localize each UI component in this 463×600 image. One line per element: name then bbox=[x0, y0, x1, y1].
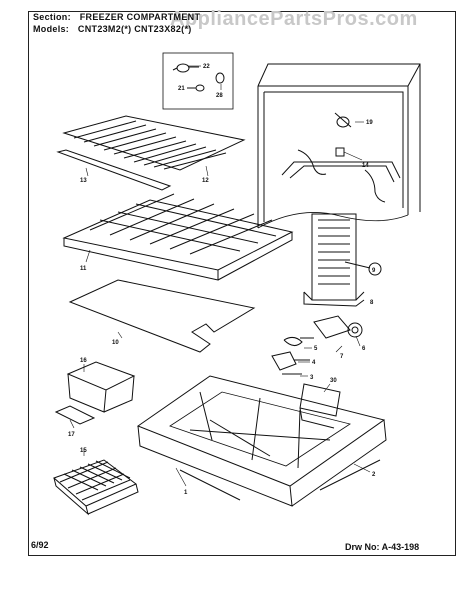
callout-30: 30 bbox=[330, 378, 337, 384]
hardware-parts bbox=[162, 52, 234, 110]
fan-motor-assembly bbox=[271, 315, 363, 375]
callout-17: 17 bbox=[68, 432, 75, 438]
revision-date: 6/92 bbox=[31, 540, 49, 550]
wire-shelf-top bbox=[56, 115, 246, 191]
section-row: Section: FREEZER COMPARTMENT bbox=[33, 12, 200, 22]
ice-tray bbox=[53, 459, 139, 516]
callout-28: 28 bbox=[216, 93, 223, 99]
callout-9: 9 bbox=[372, 268, 376, 274]
callout-1: 1 bbox=[184, 490, 188, 496]
leader-lines bbox=[69, 65, 371, 487]
callout-4: 4 bbox=[312, 360, 316, 366]
shelf-large bbox=[62, 193, 294, 281]
section-label: Section: bbox=[33, 12, 71, 22]
callout-14: 14 bbox=[362, 163, 369, 169]
drawing-number-row: Drw No: A-43-198 bbox=[345, 542, 419, 552]
drawing-label: Drw No: bbox=[345, 542, 380, 552]
callout-labels: 22 21 28 19 13 12 14 11 9 8 10 16 5 7 6 … bbox=[68, 64, 376, 496]
ice-bin bbox=[66, 361, 136, 413]
callout-7: 7 bbox=[340, 354, 344, 360]
callout-19: 19 bbox=[366, 120, 373, 126]
freezer-floor-assembly bbox=[136, 375, 387, 507]
models-row: Models: CNT23M2(*) CNT23X82(*) bbox=[33, 24, 192, 34]
callout-22: 22 bbox=[203, 64, 210, 70]
section-value: FREEZER COMPARTMENT bbox=[79, 12, 201, 22]
evaporator-assembly bbox=[303, 213, 382, 307]
callout-3: 3 bbox=[310, 375, 314, 381]
callout-10: 10 bbox=[112, 340, 119, 346]
drawing-number: A-43-198 bbox=[381, 542, 420, 552]
callout-15: 15 bbox=[80, 448, 87, 454]
models-label: Models: bbox=[33, 24, 70, 34]
watermark: AppliancePartsPros.com bbox=[170, 8, 418, 30]
callout-6: 6 bbox=[362, 346, 366, 352]
bracket bbox=[54, 405, 96, 425]
callout-12: 12 bbox=[202, 178, 209, 184]
callout-13: 13 bbox=[80, 178, 87, 184]
callout-5: 5 bbox=[314, 346, 318, 352]
callout-21: 21 bbox=[178, 86, 185, 92]
callout-11: 11 bbox=[80, 266, 87, 272]
callout-16: 16 bbox=[80, 358, 87, 364]
cover-panel bbox=[68, 279, 256, 353]
callout-8: 8 bbox=[370, 300, 374, 306]
freezer-cabinet bbox=[257, 63, 421, 229]
models-value: CNT23M2(*) CNT23X82(*) bbox=[77, 24, 192, 34]
diagram-frame bbox=[28, 11, 456, 556]
callout-2: 2 bbox=[372, 472, 376, 478]
